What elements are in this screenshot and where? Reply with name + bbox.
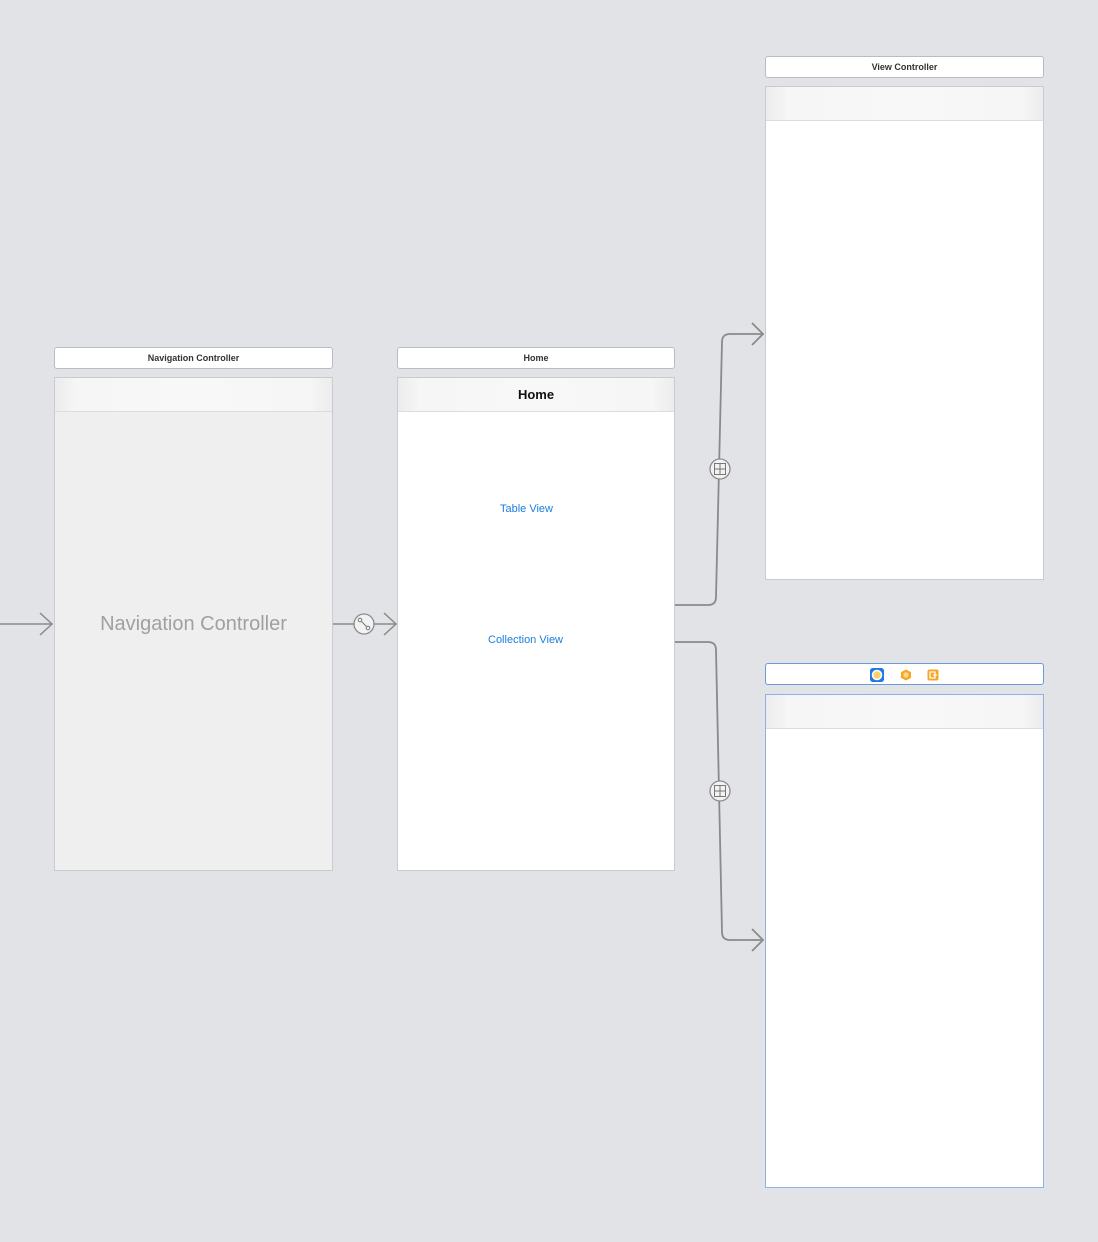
home-title-bar[interactable]: Home [397, 347, 675, 369]
nav-controller-navigation-bar [55, 378, 332, 412]
exit-icon[interactable] [926, 668, 940, 682]
show-segue-top[interactable] [675, 322, 765, 606]
view-controller-scene[interactable] [765, 86, 1044, 580]
home-title: Home [523, 353, 549, 363]
nav-controller-title: Navigation Controller [147, 353, 240, 363]
home-scene[interactable]: Home Table View Collection View [397, 377, 675, 871]
nav-controller-scene[interactable]: Navigation Controller [54, 377, 333, 871]
view-controller-title: View Controller [871, 62, 938, 72]
selected-scene-dock[interactable] [765, 663, 1044, 685]
root-relationship-segue[interactable] [333, 612, 398, 636]
view-controller-glyph [871, 669, 883, 681]
selected-scene[interactable] [765, 694, 1044, 1188]
view-controller-title-bar[interactable]: View Controller [765, 56, 1044, 78]
home-navigation-bar: Home [398, 378, 674, 412]
home-nav-title: Home [517, 387, 555, 402]
nav-controller-title-bar[interactable]: Navigation Controller [54, 347, 333, 369]
first-responder-glyph [901, 669, 911, 681]
table-view-button[interactable]: Table View [500, 503, 553, 515]
selected-scene-navigation-bar [766, 695, 1043, 729]
show-segue-bottom[interactable] [675, 641, 765, 952]
initial-vc-arrow[interactable] [0, 612, 54, 636]
collection-view-button[interactable]: Collection View [488, 634, 564, 646]
view-controller-icon[interactable] [870, 668, 884, 682]
first-responder-icon[interactable] [899, 668, 913, 682]
exit-glyph [927, 669, 939, 681]
nav-controller-placeholder: Navigation Controller [100, 613, 287, 635]
view-controller-navigation-bar [766, 87, 1043, 121]
